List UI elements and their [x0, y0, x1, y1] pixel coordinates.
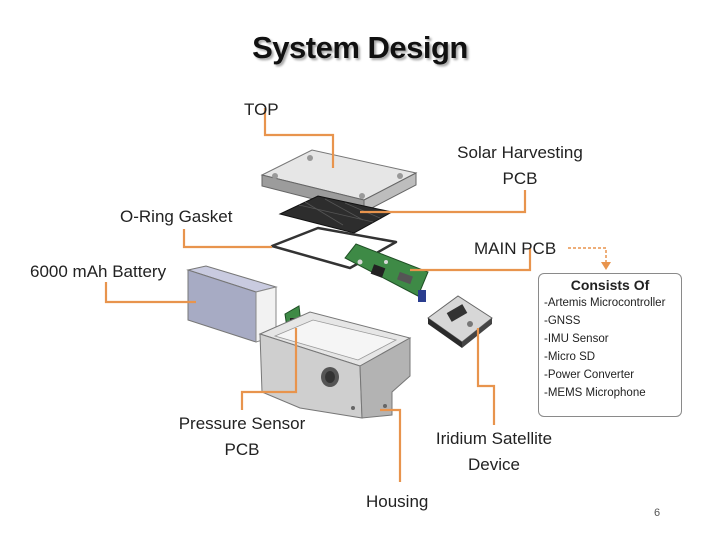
label-main-pcb: MAIN PCB	[474, 239, 557, 258]
component-item: -GNSS	[544, 315, 581, 327]
leader-iridium	[476, 328, 496, 425]
leader-top	[263, 108, 335, 168]
leader-oring	[182, 229, 272, 249]
battery-pack	[186, 265, 278, 343]
leader-solar	[360, 190, 527, 214]
component-item: -MEMS Microphone	[544, 387, 646, 399]
label-pressure-line2: PCB	[224, 440, 260, 459]
consists-of-box: Consists Of -Artemis Microcontroller -GN…	[538, 273, 682, 417]
label-iridium: Iridium Satellite Device	[410, 426, 578, 478]
label-o-ring-gasket: O-Ring Gasket	[120, 207, 233, 226]
label-solar-harvesting: Solar Harvesting PCB	[440, 140, 600, 192]
component-item: -Artemis Microcontroller	[544, 297, 666, 309]
consists-of-title: Consists Of	[570, 277, 650, 293]
leader-battery	[104, 282, 196, 304]
housing-enclosure	[258, 311, 412, 419]
o-ring-gasket	[270, 226, 398, 270]
label-pressure-line1: Pressure Sensor	[178, 414, 306, 433]
main-pcb-board	[344, 243, 429, 302]
arrowhead-consists-of	[601, 262, 611, 270]
iridium-satellite-device	[427, 295, 493, 348]
label-top: TOP	[244, 100, 279, 119]
label-battery: 6000 mAh Battery	[30, 262, 167, 281]
page-number: 6	[654, 507, 661, 519]
leader-main-pcb	[410, 248, 532, 272]
solar-harvesting-pcb	[278, 195, 394, 234]
label-solar-line2: PCB	[502, 169, 538, 188]
slide-title: System Design	[252, 30, 468, 65]
component-item: -Micro SD	[544, 351, 596, 363]
leader-housing	[380, 408, 402, 482]
component-item: -Power Converter	[544, 369, 635, 381]
label-iridium-line1: Iridium Satellite	[435, 429, 553, 448]
leader-consists-of	[568, 247, 607, 263]
component-item: -IMU Sensor	[544, 333, 609, 345]
leader-pressure	[240, 328, 298, 410]
label-solar-line1: Solar Harvesting	[457, 143, 583, 162]
label-iridium-line2: Device	[468, 455, 520, 474]
label-housing: Housing	[366, 492, 429, 511]
label-pressure-sensor: Pressure Sensor PCB	[160, 411, 324, 463]
